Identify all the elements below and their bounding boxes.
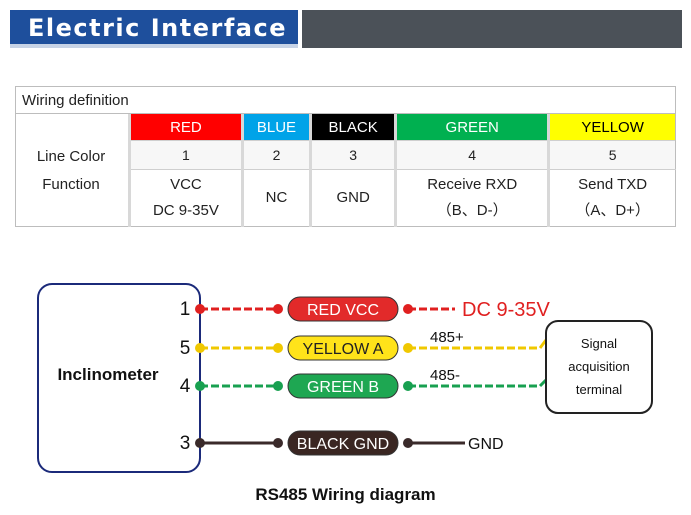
wire-pill-label: BLACK GND	[297, 436, 389, 453]
function-cell: VCC DC 9-35V	[131, 169, 241, 227]
pin-number: 5	[550, 140, 677, 170]
wiring-definition-label: Wiring definition	[15, 86, 676, 114]
pin-number: 2	[243, 140, 310, 170]
row-label-line-color: Line Color	[36, 148, 106, 165]
color-label: BLUE	[256, 118, 297, 136]
wire-end-dot	[195, 438, 205, 448]
pin-number: 1	[131, 140, 241, 170]
wire-pill-label: RED VCC	[307, 302, 379, 319]
wiring-diagram: Inclinometer 1 RED VCC DC 9-35V 5 YELLOW A 48…	[0, 270, 691, 515]
row-label-function: Function	[42, 176, 100, 193]
color-cell-green: GREEN	[397, 113, 548, 141]
color-cell-black: BLACK	[312, 113, 395, 141]
color-label: YELLOW	[581, 118, 644, 136]
terminal-label-line: terminal	[576, 382, 622, 397]
pin-number: 4	[397, 140, 548, 170]
function-cell: NC	[243, 169, 310, 227]
terminal-label-line: Signal	[581, 336, 617, 351]
diagram-canvas: Inclinometer 1 RED VCC DC 9-35V 5 YELLOW A 48…	[37, 283, 653, 473]
color-cell-red: RED	[131, 113, 241, 141]
terminal-label-line: acquisition	[568, 359, 629, 374]
pin-number: 3	[312, 140, 395, 170]
wire-pill-label: GREEN B	[307, 379, 379, 396]
color-label: BLACK	[328, 118, 378, 136]
wire-right-label: DC 9-35V	[462, 299, 550, 321]
page-title: Electric Interface	[10, 10, 302, 48]
wire-end-dot	[273, 304, 283, 314]
wire-pill	[287, 373, 399, 399]
color-row: RED BLUE BLACK GREEN YELLOW	[15, 113, 677, 227]
number-row: 1 2 3 4 5	[16, 140, 677, 170]
function-row: VCC DC 9-35V NC GND Receive RXD （B、D-） S…	[15, 169, 677, 227]
pin-number: 3	[180, 433, 191, 454]
signal-terminal-box	[545, 320, 653, 414]
header-banner: Electric Interface	[10, 10, 682, 48]
wiring-table: Wiring definition RED BLUE BLACK GREEN Y…	[15, 86, 677, 227]
wire-pill-label: YELLOW A	[303, 341, 384, 358]
wire-end-dot	[195, 343, 205, 353]
color-label: GREEN	[445, 118, 499, 136]
color-cell-yellow: YELLOW	[550, 113, 677, 141]
wire-pill	[287, 335, 399, 361]
wire-pill	[287, 296, 399, 322]
device-label: Inclinometer	[57, 365, 158, 384]
wire-end-dot	[195, 381, 205, 391]
pin-number: 5	[180, 338, 191, 359]
color-cell-blue: BLUE	[243, 113, 310, 141]
wire-right-label: 485+	[430, 329, 464, 346]
wire-end-dot	[273, 343, 283, 353]
inclinometer-box	[37, 283, 201, 473]
diagram-caption: RS485 Wiring diagram	[255, 485, 436, 504]
pin-number: 1	[180, 299, 191, 320]
wire-end-dot	[195, 304, 205, 314]
function-cell: Receive RXD （B、D-）	[397, 169, 548, 227]
function-cell: GND	[312, 169, 395, 227]
wire-pill	[287, 430, 399, 456]
wire-right-label: GND	[468, 436, 504, 453]
wire-right-label: 485-	[430, 367, 460, 384]
wire-end-dot	[273, 438, 283, 448]
color-label: RED	[170, 118, 202, 136]
wire-end-dot	[273, 381, 283, 391]
function-cell: Send TXD （A、D+）	[550, 169, 677, 227]
pin-number: 4	[180, 376, 191, 397]
